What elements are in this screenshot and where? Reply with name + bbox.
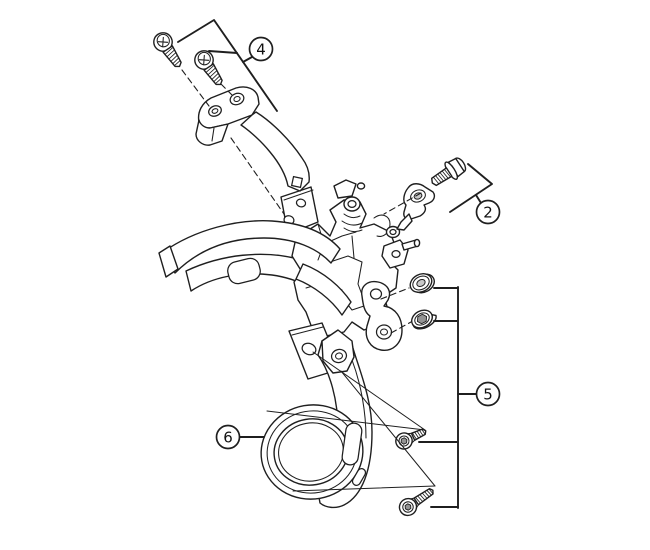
guard-screw-short	[395, 428, 427, 450]
clamp-lever-cover	[195, 86, 310, 192]
callout-2[interactable]: 2	[475, 199, 501, 225]
callout-5[interactable]: 5	[475, 381, 501, 407]
leader-lines	[181, 69, 436, 492]
nut	[411, 309, 437, 330]
guard-mount-arm	[361, 280, 403, 351]
chain-guard	[260, 329, 373, 509]
callout-bracket-2	[449, 163, 493, 213]
derailleur-body	[158, 179, 421, 380]
washer	[409, 273, 435, 294]
guard-screw-long	[398, 487, 434, 517]
callout-6[interactable]: 6	[215, 424, 241, 450]
clamp-mounting-plate	[280, 186, 319, 235]
cable-fixing-bolt	[431, 157, 467, 187]
callout-4[interactable]: 4	[248, 36, 274, 62]
callout-bracket-5	[418, 286, 477, 509]
callout-4-label: 4	[256, 40, 266, 58]
callout-bracket-4	[177, 19, 278, 112]
chain-guide-cage	[158, 220, 352, 316]
callout-5-label: 5	[483, 385, 493, 403]
cable-clamp-plate	[396, 183, 436, 231]
guard-bracket	[321, 329, 355, 374]
pivot-spring-mechanism	[333, 179, 421, 269]
callout-2-label: 2	[483, 203, 493, 221]
clamp-screw-2	[190, 46, 229, 91]
callout-6-label: 6	[223, 428, 233, 446]
clamp-screw-1	[149, 28, 188, 73]
